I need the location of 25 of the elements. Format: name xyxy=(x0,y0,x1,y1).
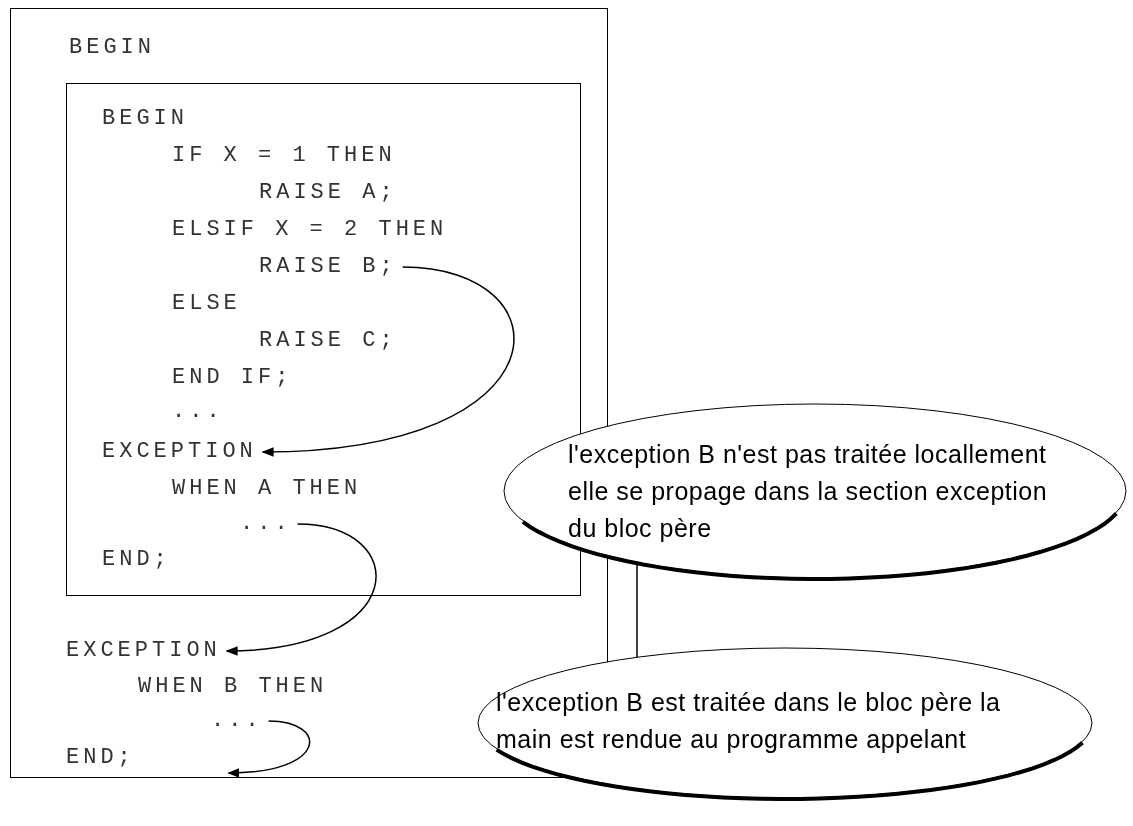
code-line: ELSIF X = 2 THEN xyxy=(172,218,448,242)
code-line: IF X = 1 THEN xyxy=(172,144,396,168)
code-line: EXCEPTION xyxy=(102,440,257,464)
code-line: ELSE xyxy=(172,292,241,316)
code-line: RAISE B; xyxy=(259,255,397,279)
code-line: BEGIN xyxy=(102,107,188,131)
curved-arrow xyxy=(261,266,515,457)
curved-arrow xyxy=(225,523,377,656)
curved-arrow xyxy=(227,720,311,778)
code-line: BEGIN xyxy=(69,36,155,60)
callout-bubble xyxy=(500,400,1130,582)
callout-bubble xyxy=(474,644,1096,802)
code-line: EXCEPTION xyxy=(66,639,221,663)
callout-text: l'exception B est traitée dans le bloc père la main est rendue au programme appelant xyxy=(496,687,1002,755)
code-line: ... xyxy=(172,400,224,424)
code-line: ... xyxy=(211,709,263,733)
callout-text: l'exception B n'est pas traitée locallement elle se propage dans la section exception du bloc père xyxy=(568,439,1049,544)
code-line: RAISE C; xyxy=(259,329,397,353)
code-line: WHEN A THEN xyxy=(172,477,362,501)
code-line: END; xyxy=(66,746,135,770)
code-line: END; xyxy=(102,548,171,572)
code-line: WHEN B THEN xyxy=(138,675,328,699)
code-line: ... xyxy=(240,512,292,536)
code-line: RAISE A; xyxy=(259,181,397,205)
code-line: END IF; xyxy=(172,366,293,390)
